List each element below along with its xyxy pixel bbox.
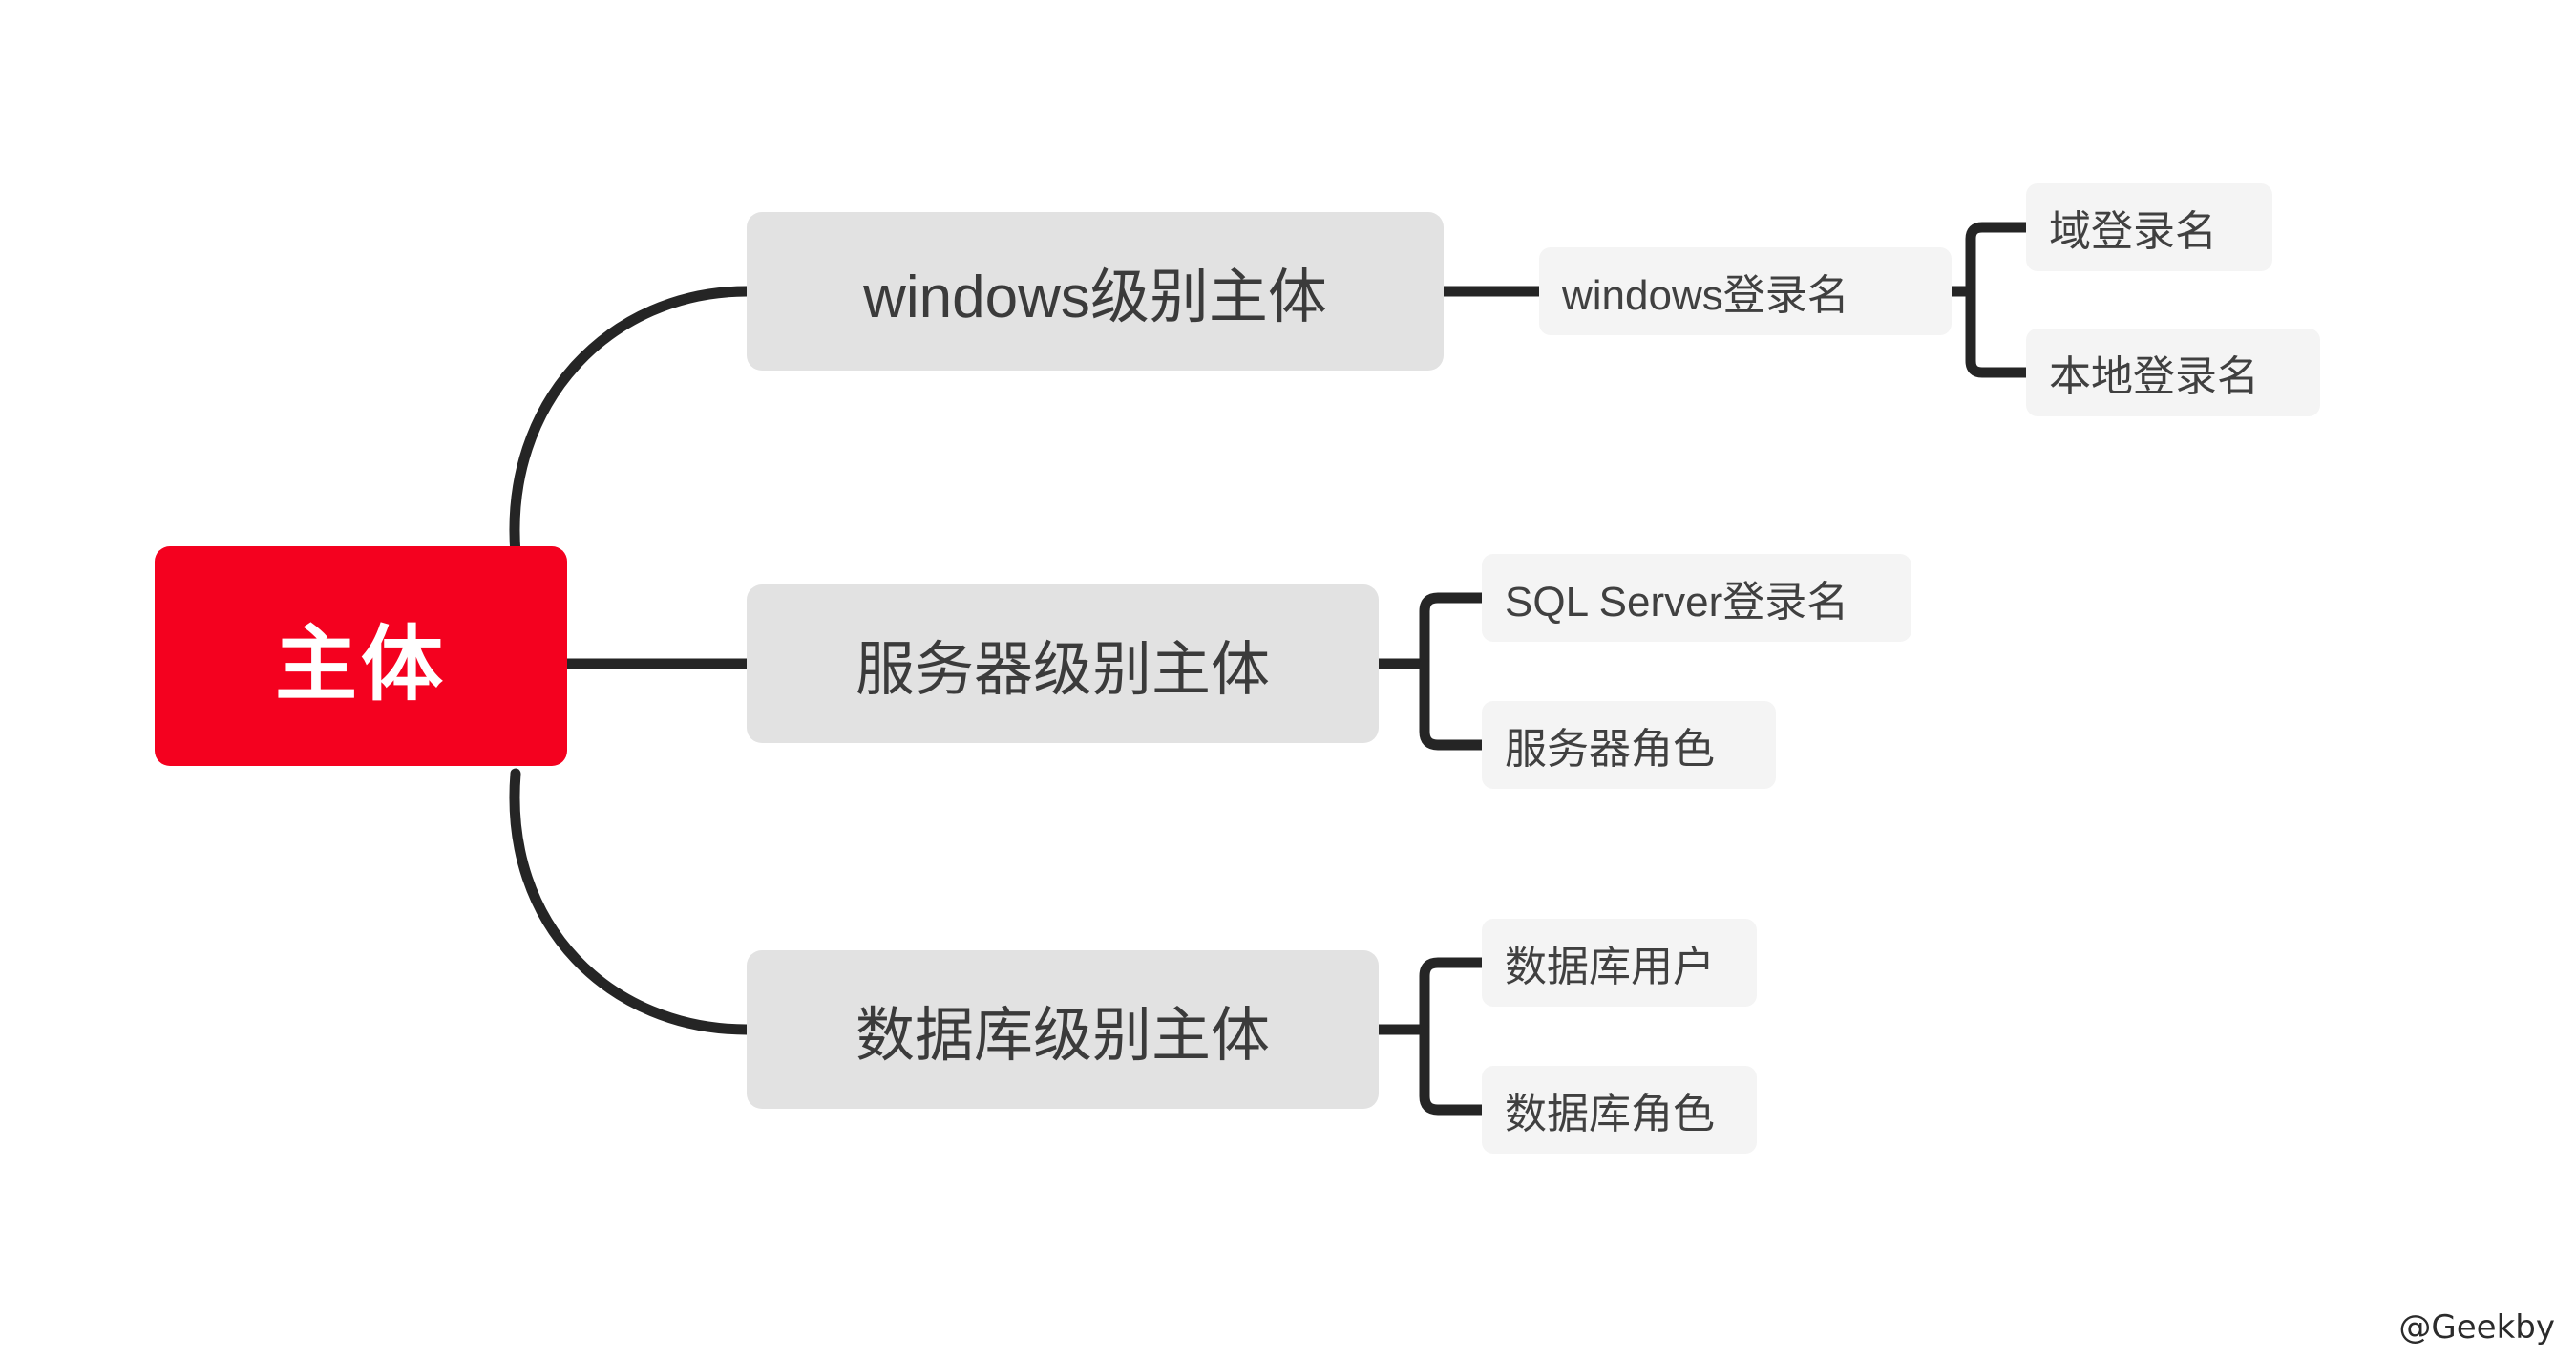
connector-fork-server-lower bbox=[1419, 658, 1488, 751]
connector-fork-windows-login-lower bbox=[1965, 286, 2032, 378]
root-node-subject[interactable]: 主体 bbox=[155, 546, 567, 766]
branch-node-windows-level-label: windows级别主体 bbox=[863, 265, 1327, 330]
leaf-node-sqlserver-login-label: SQL Server登录名 bbox=[1505, 579, 1849, 626]
connector-fork-server-upper bbox=[1419, 592, 1488, 669]
connector-root-to-branch-3 bbox=[509, 768, 752, 1035]
leaf-node-domain-login-label: 域登录名 bbox=[2049, 208, 2217, 255]
leaf-node-server-role[interactable]: 服务器角色 bbox=[1482, 701, 1776, 789]
branch-node-database-level[interactable]: 数据库级别主体 bbox=[747, 950, 1379, 1109]
watermark-geekby: @Geekby bbox=[2398, 1308, 2555, 1347]
branch-node-server-level[interactable]: 服务器级别主体 bbox=[747, 584, 1379, 743]
leaf-node-sqlserver-login[interactable]: SQL Server登录名 bbox=[1482, 554, 1911, 642]
leaf-node-domain-login[interactable]: 域登录名 bbox=[2026, 183, 2272, 271]
connector-fork-windows-login-upper bbox=[1965, 222, 2032, 297]
leaf-node-database-user[interactable]: 数据库用户 bbox=[1482, 919, 1757, 1007]
leaf-node-database-user-label: 数据库用户 bbox=[1505, 944, 1715, 990]
branch-node-server-level-label: 服务器级别主体 bbox=[855, 637, 1270, 703]
child-node-windows-login[interactable]: windows登录名 bbox=[1539, 247, 1952, 335]
branch-node-database-level-label: 数据库级别主体 bbox=[855, 1003, 1270, 1069]
leaf-node-local-login-label: 本地登录名 bbox=[2049, 353, 2259, 400]
connector-fork-database-lower bbox=[1419, 1024, 1488, 1116]
child-node-windows-login-label: windows登录名 bbox=[1562, 272, 1849, 319]
connector-root-to-branch-1 bbox=[509, 286, 752, 560]
leaf-node-database-role[interactable]: 数据库角色 bbox=[1482, 1066, 1757, 1154]
leaf-node-server-role-label: 服务器角色 bbox=[1505, 726, 1715, 773]
leaf-node-local-login[interactable]: 本地登录名 bbox=[2026, 329, 2320, 416]
branch-node-windows-level[interactable]: windows级别主体 bbox=[747, 212, 1444, 371]
root-node-label: 主体 bbox=[275, 618, 447, 711]
connector-fork-database-upper bbox=[1419, 957, 1488, 1035]
leaf-node-database-role-label: 数据库角色 bbox=[1505, 1091, 1715, 1137]
